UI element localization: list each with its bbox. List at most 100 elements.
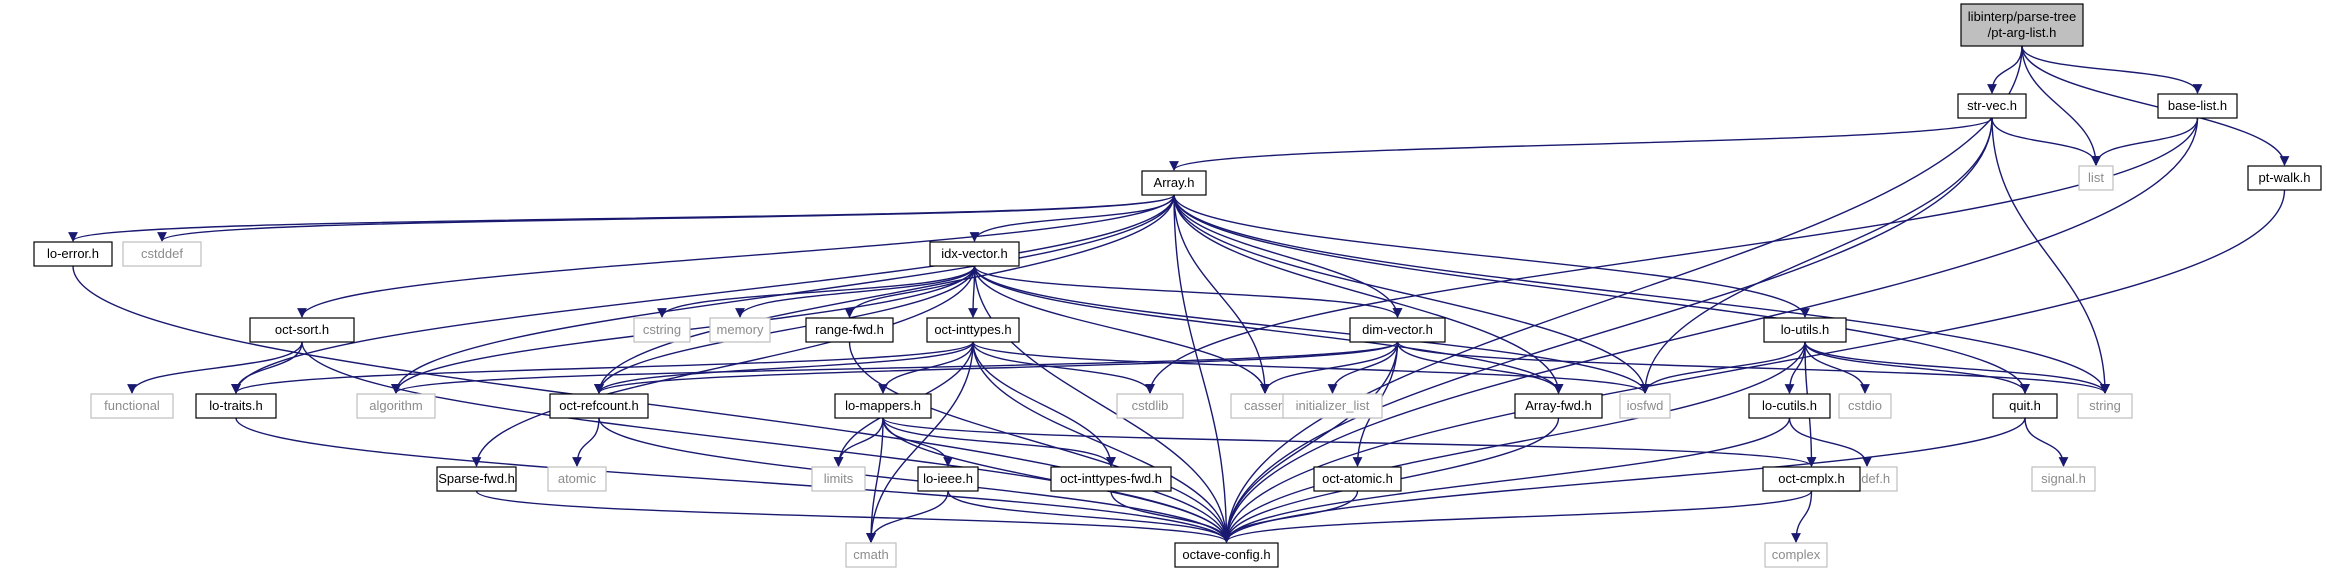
node-cmath-label: cmath xyxy=(853,547,888,562)
node-cstddef-box xyxy=(122,241,202,267)
node-range-fwd-box xyxy=(805,317,894,343)
node-oct-sort[interactable]: oct-sort.h xyxy=(249,317,355,343)
node-lo-traits-box xyxy=(195,393,277,419)
edge-array-to-cassert xyxy=(1173,194,1270,394)
node-lo-ieee[interactable]: lo-ieee.h xyxy=(917,466,979,492)
edge-oct-inttypes-to-cmath xyxy=(866,341,974,543)
node-iosfwd-label: iosfwd xyxy=(1627,398,1664,413)
edge-array-to-string xyxy=(1173,194,2110,394)
edge-oct-inttypes-to-lo-traits xyxy=(231,341,974,394)
node-lo-mappers[interactable]: lo-mappers.h xyxy=(834,393,932,419)
edge-lo-utils-to-quit xyxy=(1804,341,2030,394)
node-str-vec[interactable]: str-vec.h xyxy=(1957,93,2027,119)
edge-array-to-lo-error xyxy=(68,194,1175,242)
node-oct-cmplx-label: oct-cmplx.h xyxy=(1778,471,1844,486)
edge-idx-vector-to-cassert xyxy=(973,265,1270,394)
edge-sparse-fwd-to-octave-config xyxy=(475,490,1232,543)
node-idx-vector[interactable]: idx-vector.h xyxy=(929,241,1020,267)
node-base-list[interactable]: base-list.h xyxy=(2157,93,2238,119)
edge-pt-arg-list-to-octave-config xyxy=(1221,45,2023,543)
node-pt-arg-list-label: /pt-arg-list.h xyxy=(1988,25,2057,40)
node-cstdlib-label: cstdlib xyxy=(1132,398,1169,413)
node-quit-label: quit.h xyxy=(2009,398,2041,413)
node-pt-walk[interactable]: pt-walk.h xyxy=(2247,165,2322,191)
edge-pt-walk-to-octave-config xyxy=(1221,189,2286,543)
edge-oct-sort-to-functional xyxy=(127,341,303,394)
node-signal-box xyxy=(2031,466,2096,492)
node-array-label: Array.h xyxy=(1154,175,1195,190)
node-oct-inttypes-label: oct-inttypes.h xyxy=(934,322,1011,337)
node-lo-error-box xyxy=(33,241,113,267)
node-array-fwd[interactable]: Array-fwd.h xyxy=(1514,393,1603,419)
edge-lo-ieee-to-cmath xyxy=(866,490,949,543)
node-lo-cutils[interactable]: lo-cutils.h xyxy=(1748,393,1831,419)
node-sparse-fwd[interactable]: Sparse-fwd.h xyxy=(436,466,517,492)
edge-lo-mappers-to-oct-inttypes-fwd xyxy=(882,417,1116,467)
node-algorithm-box xyxy=(356,393,436,419)
node-cstdio: cstdio xyxy=(1838,393,1892,419)
edge-idx-vector-to-sparse-fwd xyxy=(471,265,976,467)
edge-oct-cmplx-to-complex xyxy=(1791,490,1813,543)
node-lo-mappers-box xyxy=(834,393,932,419)
node-quit[interactable]: quit.h xyxy=(1992,393,2058,419)
edge-idx-vector-to-array-fwd xyxy=(973,265,1564,394)
node-oct-refcount-box xyxy=(549,393,649,419)
node-oct-inttypes[interactable]: oct-inttypes.h xyxy=(926,317,1020,343)
edge-idx-vector-to-memory xyxy=(735,265,976,318)
edge-idx-vector-to-cstring xyxy=(657,265,976,318)
node-cstring: cstring xyxy=(633,317,691,343)
edge-dim-vector-to-string xyxy=(1396,341,2110,394)
node-array[interactable]: Array.h xyxy=(1141,170,1207,196)
node-signal: signal.h xyxy=(2031,466,2096,492)
edge-range-fwd-to-octave-config xyxy=(848,341,1232,543)
node-initializer-list-label: initializer_list xyxy=(1296,398,1370,413)
node-algorithm: algorithm xyxy=(356,393,436,419)
node-oct-cmplx[interactable]: oct-cmplx.h xyxy=(1762,466,1861,492)
node-memory: memory xyxy=(709,317,771,343)
node-oct-inttypes-fwd[interactable]: oct-inttypes-fwd.h xyxy=(1050,466,1172,492)
node-dim-vector[interactable]: dim-vector.h xyxy=(1349,317,1446,343)
node-iosfwd: iosfwd xyxy=(1619,393,1671,419)
node-pt-arg-list[interactable]: libinterp/parse-tree/pt-arg-list.h xyxy=(1960,3,2084,47)
node-octave-config[interactable]: octave-config.h xyxy=(1174,542,1279,568)
node-range-fwd[interactable]: range-fwd.h xyxy=(805,317,894,343)
node-atomic-box xyxy=(547,466,607,492)
edge-oct-refcount-to-octave-config xyxy=(598,417,1232,543)
edge-lo-utils-to-octave-config xyxy=(1221,341,1806,543)
node-array-fwd-box xyxy=(1514,393,1603,419)
node-str-vec-box xyxy=(1957,93,2027,119)
edge-oct-inttypes-to-oct-inttypes-fwd xyxy=(972,341,1116,467)
edge-lo-mappers-to-oct-cmplx xyxy=(882,417,1817,467)
node-functional-box xyxy=(90,393,174,419)
edge-base-list-to-cstdlib xyxy=(1145,117,2199,394)
node-oct-inttypes-fwd-label: oct-inttypes-fwd.h xyxy=(1060,471,1162,486)
node-oct-atomic-label: oct-atomic.h xyxy=(1322,471,1393,486)
node-string: string xyxy=(2077,393,2133,419)
node-sparse-fwd-label: Sparse-fwd.h xyxy=(438,471,515,486)
node-oct-atomic[interactable]: oct-atomic.h xyxy=(1313,466,1402,492)
node-oct-atomic-box xyxy=(1313,466,1402,492)
edge-dim-vector-to-cassert xyxy=(1260,341,1399,394)
edges-layer xyxy=(68,45,2290,543)
edge-array-to-oct-refcount xyxy=(594,194,1175,394)
edge-oct-inttypes-to-oct-refcount xyxy=(594,341,974,394)
node-oct-sort-box xyxy=(249,317,355,343)
edge-lo-utils-to-iosfwd xyxy=(1640,341,1806,394)
edge-lo-traits-to-octave-config xyxy=(235,417,1232,543)
node-str-vec-label: str-vec.h xyxy=(1967,98,2017,113)
edge-array-to-cstddef xyxy=(157,194,1175,242)
node-cstdlib: cstdlib xyxy=(1116,393,1184,419)
node-base-list-box xyxy=(2157,93,2238,119)
edge-idx-vector-to-oct-refcount xyxy=(594,265,976,394)
node-oct-refcount[interactable]: oct-refcount.h xyxy=(549,393,649,419)
edge-str-vec-to-iosfwd xyxy=(1640,117,1993,394)
edge-idx-vector-to-octave-config xyxy=(973,265,1232,543)
node-lo-traits[interactable]: lo-traits.h xyxy=(195,393,277,419)
node-limits: limits xyxy=(811,466,866,492)
node-string-label: string xyxy=(2089,398,2121,413)
node-pt-arg-list-label: libinterp/parse-tree xyxy=(1968,9,2076,24)
node-limits-box xyxy=(811,466,866,492)
node-lo-error[interactable]: lo-error.h xyxy=(33,241,113,267)
node-lo-utils[interactable]: lo-utils.h xyxy=(1763,317,1847,343)
node-sparse-fwd-box xyxy=(436,466,517,492)
